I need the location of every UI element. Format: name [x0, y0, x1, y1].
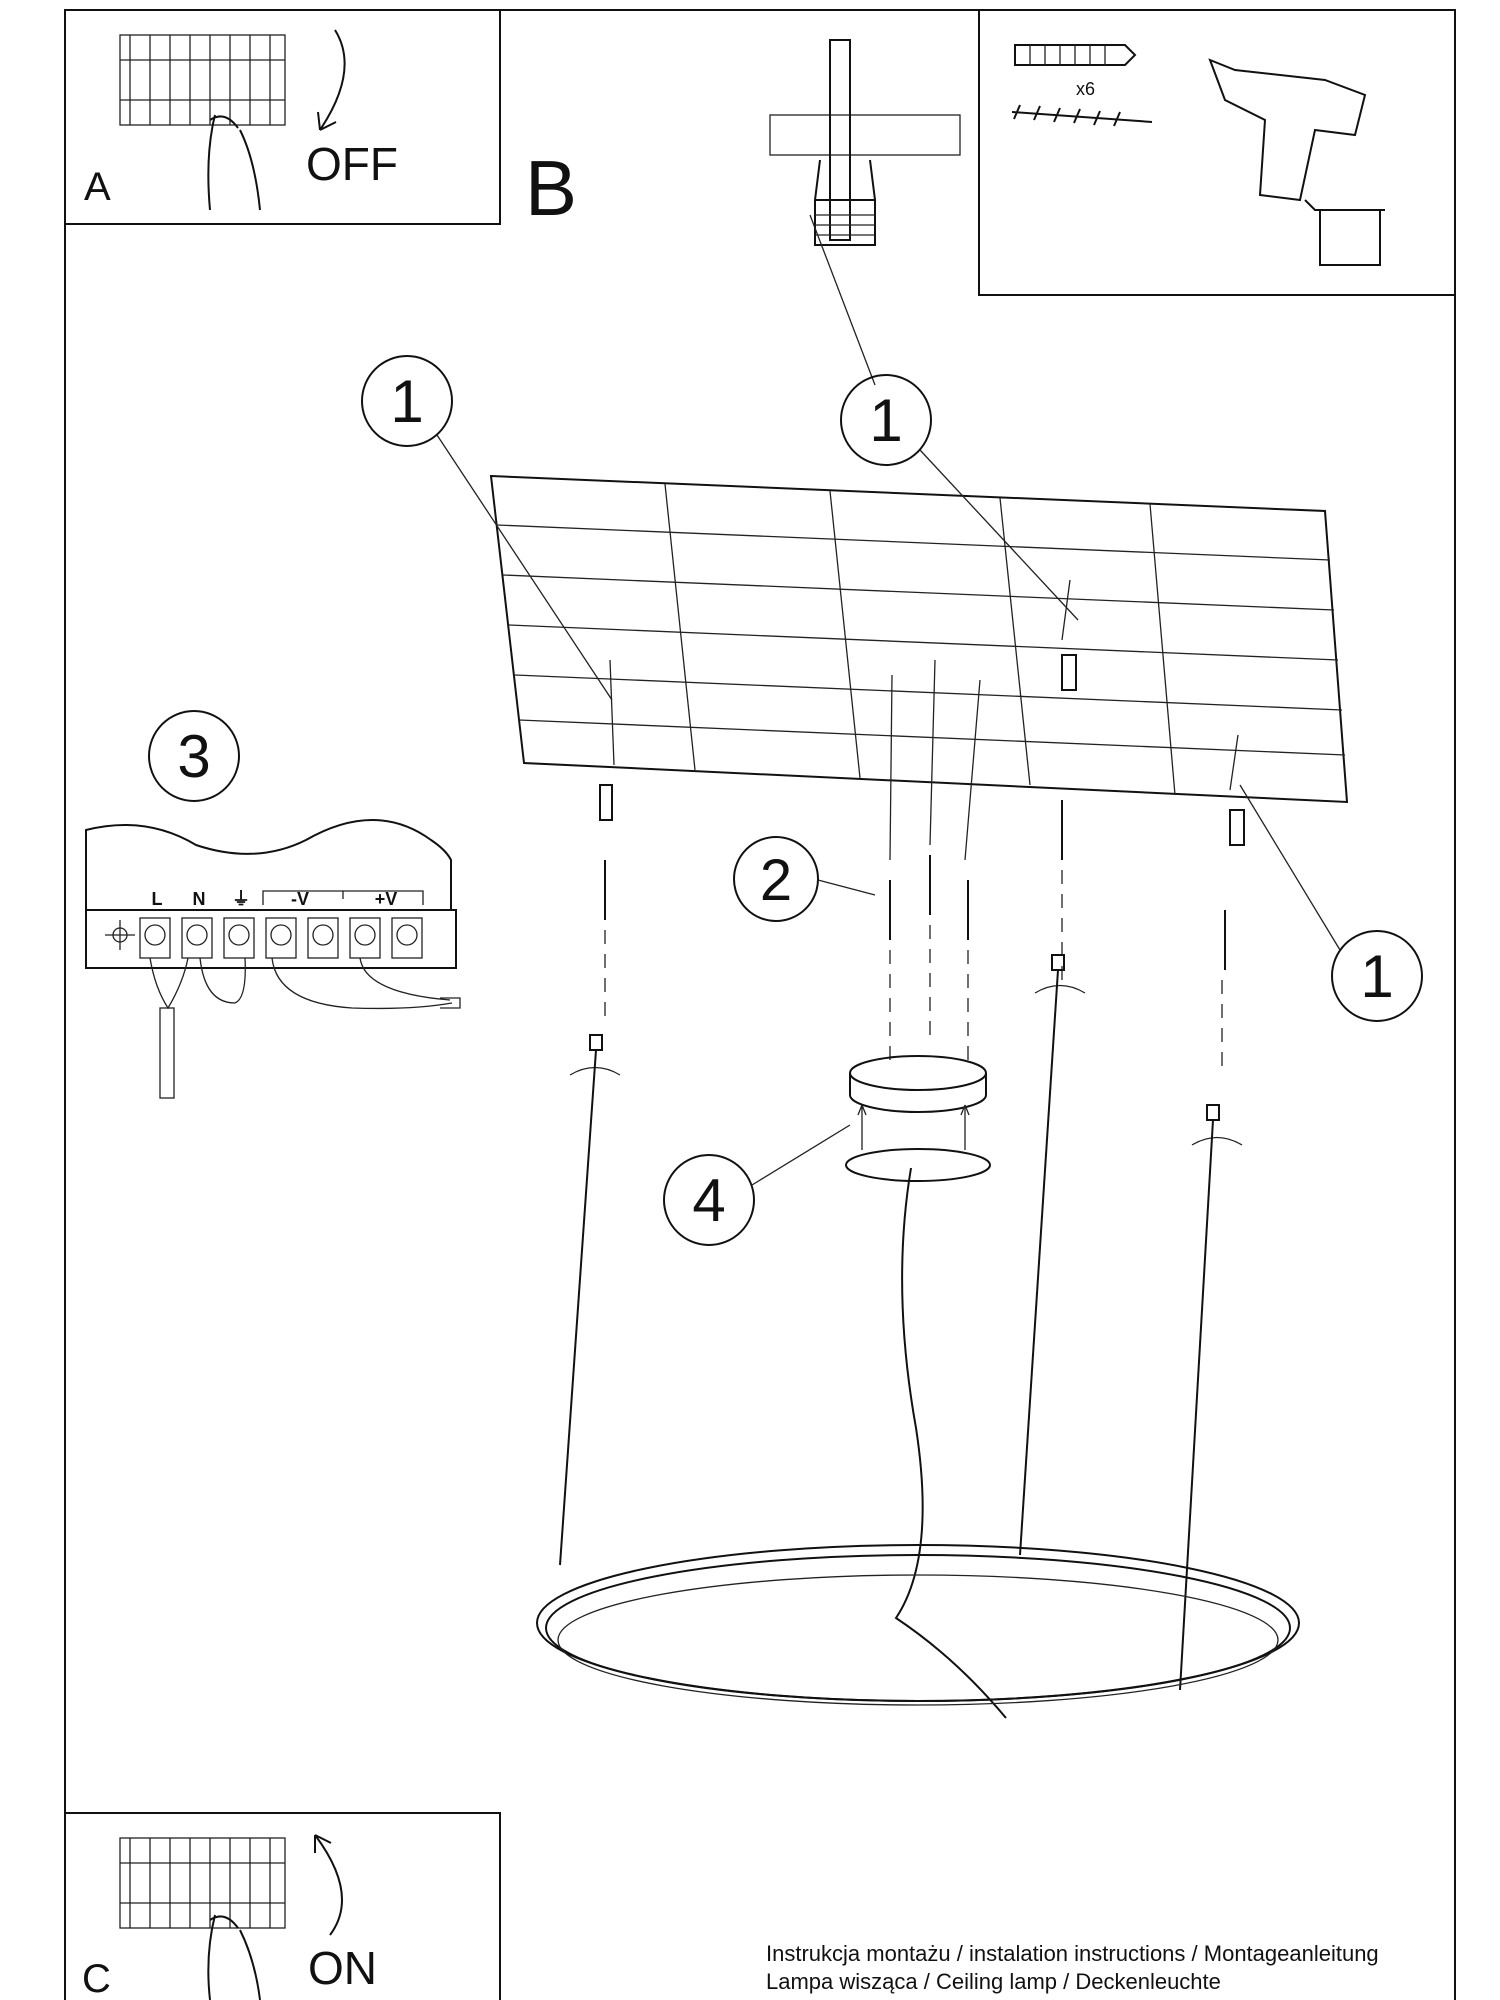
suspension-cables — [559, 954, 1243, 1691]
fixings — [599, 579, 1245, 1070]
anchor-detail — [769, 39, 961, 386]
callout-1-left: 1 — [361, 355, 613, 701]
step-a-state: OFF — [306, 138, 398, 190]
step-a-label: A — [84, 165, 111, 209]
page-frame — [64, 9, 1456, 2000]
step-c-label: C — [82, 1957, 111, 2000]
svg-text:1: 1 — [869, 387, 902, 454]
breaker-switch-icon — [119, 1837, 286, 1929]
footer-product: Lampa wisząca / Ceiling lamp / Deckenleu… — [766, 1969, 1221, 1994]
terminal-label-plus-v: +V — [375, 889, 398, 909]
canopy — [845, 1055, 1007, 1719]
terminal-screws — [139, 917, 423, 959]
callout-1-top: 1 — [840, 374, 1079, 621]
svg-text:1: 1 — [1360, 943, 1393, 1010]
callout-2: 2 — [733, 836, 876, 922]
hand-icon — [207, 1914, 261, 2000]
drill-icon — [1208, 58, 1385, 266]
callout-3-label: 3 — [177, 723, 210, 790]
step-b-label: B — [525, 144, 577, 232]
terminal-label-ground: ⏚ — [232, 889, 250, 909]
svg-text:4: 4 — [692, 1167, 725, 1234]
svg-text:1: 1 — [390, 368, 423, 435]
terminal-label-minus-v: -V — [291, 889, 309, 909]
screw-icon — [1011, 104, 1153, 127]
quantity-label: x6 — [1076, 79, 1095, 99]
terminal-label-n: N — [193, 889, 206, 909]
svg-text:2: 2 — [760, 848, 792, 913]
footer-instructions: Instrukcja montażu / instalation instruc… — [766, 1941, 1379, 1966]
wall-plug-icon — [1014, 44, 1137, 66]
hand-icon — [207, 114, 261, 211]
arrow-down-icon — [317, 29, 346, 131]
step-a-panel: A OFF — [64, 9, 501, 225]
callout-3 — [148, 710, 240, 802]
ring-lamp — [536, 1544, 1300, 1706]
breaker-switch-icon — [119, 34, 286, 126]
terminal-block: 3 L N ⏚ -V +V — [85, 710, 461, 1099]
step-c-panel: C ON — [65, 1812, 501, 2000]
ceiling-panel — [489, 474, 1349, 804]
callout-1-right: 1 — [1239, 784, 1423, 1022]
terminal-label-l: L — [152, 889, 163, 909]
tools-panel: x6 — [978, 9, 1456, 296]
step-c-state: ON — [308, 1942, 377, 1994]
arrow-up-icon — [314, 1834, 343, 1936]
callout-4: 4 — [663, 1124, 851, 1246]
